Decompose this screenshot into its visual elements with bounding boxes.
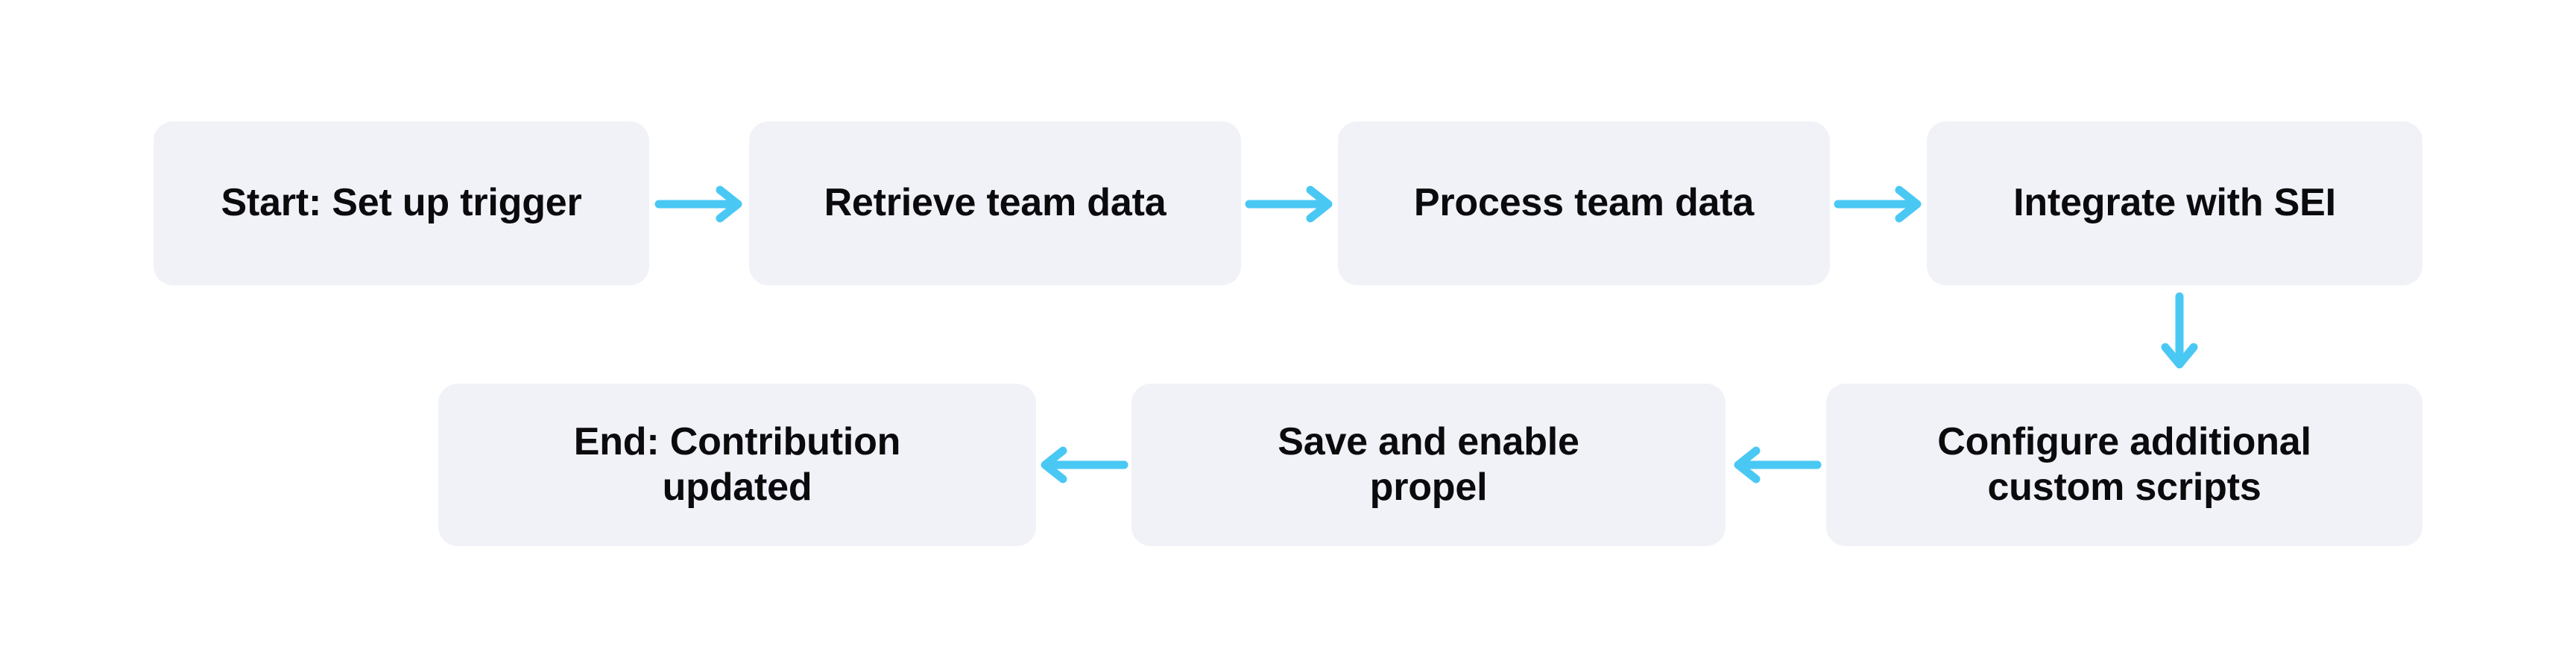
arrow-right-retrieve-to-process bbox=[1245, 185, 1336, 223]
flow-node-retrieve-label: Retrieve team data bbox=[824, 181, 1167, 225]
arrow-down-integrate-to-configure bbox=[2160, 292, 2199, 371]
flow-node-configure-label: Configure additional custom scripts bbox=[1937, 419, 2311, 509]
flow-node-end-contribution-updated[interactable]: End: Contribution updated bbox=[438, 384, 1036, 546]
flow-node-configure-custom-scripts[interactable]: Configure additional custom scripts bbox=[1826, 384, 2422, 546]
flow-node-retrieve-team-data[interactable]: Retrieve team data bbox=[749, 121, 1241, 285]
flow-node-save-label: Save and enable propel bbox=[1278, 419, 1579, 509]
flow-node-integrate-label: Integrate with SEI bbox=[2013, 181, 2336, 225]
flow-node-start[interactable]: Start: Set up trigger bbox=[154, 121, 649, 285]
flow-node-integrate-with-sei[interactable]: Integrate with SEI bbox=[1927, 121, 2422, 285]
arrow-left-save-to-end bbox=[1041, 446, 1128, 484]
flow-node-end-label: End: Contribution updated bbox=[573, 419, 901, 509]
flow-node-save-and-enable-propel[interactable]: Save and enable propel bbox=[1131, 384, 1726, 546]
arrow-right-start-to-retrieve bbox=[654, 185, 745, 223]
flow-node-process-team-data[interactable]: Process team data bbox=[1338, 121, 1830, 285]
flow-node-process-label: Process team data bbox=[1413, 181, 1755, 225]
flow-node-start-label: Start: Set up trigger bbox=[221, 181, 582, 225]
arrow-left-configure-to-save bbox=[1734, 446, 1822, 484]
arrow-right-process-to-integrate bbox=[1834, 185, 1925, 223]
